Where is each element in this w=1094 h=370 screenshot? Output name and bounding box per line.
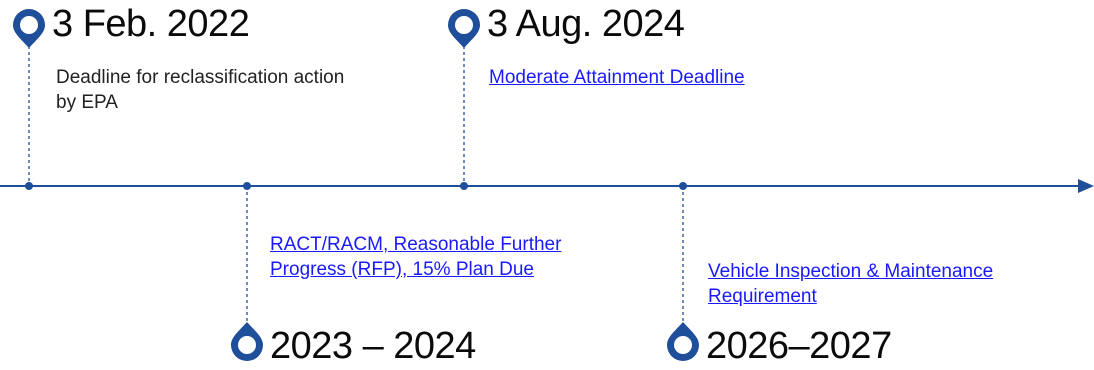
milestone-1-date: 3 Feb. 2022 (52, 3, 250, 45)
milestone-2-dot (243, 182, 251, 190)
milestone-4-dot (679, 182, 687, 190)
milestone-3-date: 3 Aug. 2024 (487, 3, 685, 45)
milestone-3-link[interactable]: Moderate Attainment Deadline (489, 67, 745, 88)
milestone-4-link[interactable]: Vehicle Inspection & Maintenance Require… (708, 261, 994, 307)
map-pin-icon (231, 322, 263, 361)
milestone-2-date: 2023 – 2024 (270, 325, 476, 367)
map-pin-icon (667, 322, 699, 361)
milestone-1-dot (25, 182, 33, 190)
milestone-2-link[interactable]: RACT/RACM, Reasonable Further Progress (… (270, 234, 562, 280)
milestone-4-date: 2026–2027 (706, 325, 892, 367)
milestone-1-description: Deadline for reclassification action by … (56, 67, 345, 113)
milestone-4-description: Vehicle Inspection & Maintenance Require… (708, 259, 1018, 309)
map-pin-icon (448, 9, 480, 48)
timeline-arrow-icon (1078, 179, 1094, 193)
milestone-3-dot (460, 182, 468, 190)
milestone-2-description: RACT/RACM, Reasonable Further Progress (… (270, 232, 605, 282)
milestone-3-description: Moderate Attainment Deadline (489, 65, 889, 90)
map-pin-icon (13, 9, 45, 48)
